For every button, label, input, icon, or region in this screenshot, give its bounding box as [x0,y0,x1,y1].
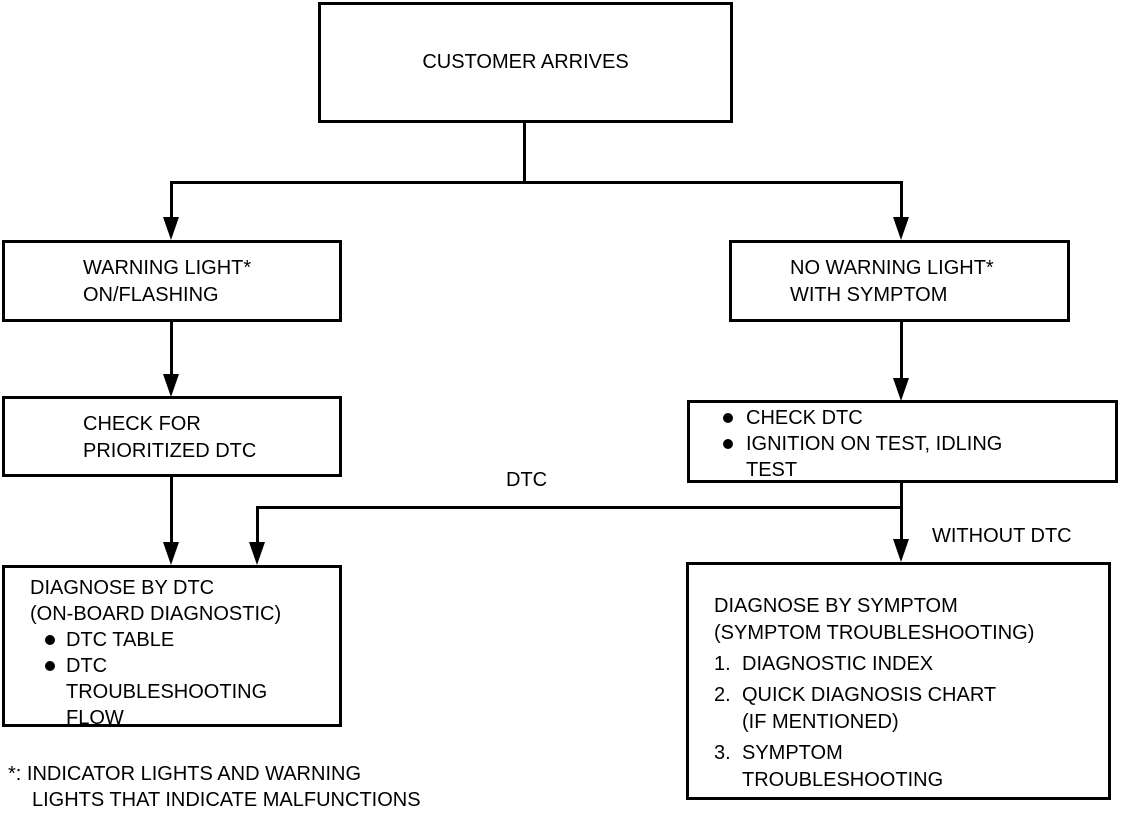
bullet-item-label: DTC [66,655,108,677]
numbered-item-continuation: TROUBLESHOOTING [714,767,1108,794]
arrow-down-icon [163,542,179,565]
bullet-item: DTC TABLE [30,627,339,653]
numbered-item-label: TROUBLESHOOTING [742,769,944,791]
bullet-item: IGNITION ON TEST, IDLING [690,431,1115,457]
numbered-item-label: (IF MENTIONED) [742,711,899,733]
numbered-item-label: DIAGNOSTIC INDEX [742,653,934,675]
edge-label-dtc: DTC [506,469,548,491]
node-check-for-prioritized-dtc: CHECK FOR PRIORITIZED DTC [2,396,342,477]
bullet-item-continuation: FLOW [66,707,124,729]
numbered-item-label: SYMPTOM [742,742,843,764]
arrow-down-icon [163,217,179,240]
item-number: 2. [714,684,731,706]
connector-branch-horizontal [170,181,903,184]
bullet-item-continuation: TEST [690,457,1115,483]
footnote-line: LIGHTS THAT INDICATE MALFUNCTIONS [32,789,421,811]
numbered-item-continuation: (IF MENTIONED) [714,709,1108,736]
arrow-down-icon [893,217,909,240]
item-number: 1. [714,653,731,675]
bullet-item-label: DTC TABLE [66,629,175,651]
item-number: 3. [714,742,731,764]
numbered-item: 1. DIAGNOSTIC INDEX [714,651,1108,678]
node-label-line: PRIORITIZED DTC [83,440,257,462]
node-no-warning-light-with-symptom: NO WARNING LIGHT* WITH SYMPTOM [729,240,1070,322]
connector-customer-to-branch [523,123,526,183]
connector-dtc-to-diagnose-dtc [256,506,259,544]
arrow-down-icon [893,539,909,562]
bullet-icon [723,413,733,423]
node-customer-arrives: CUSTOMER ARRIVES [318,2,733,123]
node-title-line: (SYMPTOM TROUBLESHOOTING) [714,620,1108,647]
node-label-line: WARNING LIGHT* [83,257,252,279]
connector-check-to-diagnose-dtc [170,477,173,544]
bullet-item: DTC [30,653,339,679]
node-label: CUSTOMER ARRIVES [422,51,629,73]
node-label-line: CHECK FOR [83,413,201,435]
bullet-item-continuation: TROUBLESHOOTING [66,681,268,703]
node-label-line: WITH SYMPTOM [790,284,948,306]
connector-dtc-horizontal [256,506,903,509]
bullet-item-label: TEST [746,459,798,481]
node-diagnose-by-symptom: DIAGNOSE BY SYMPTOM (SYMPTOM TROUBLESHOO… [686,562,1111,800]
node-title-text: (SYMPTOM TROUBLESHOOTING) [714,622,1035,644]
node-check-dtc-tests: CHECK DTC IGNITION ON TEST, IDLING TEST [687,400,1118,483]
bullet-item-label: CHECK DTC [746,407,863,429]
node-warning-light-on-flashing: WARNING LIGHT* ON/FLASHING [2,240,342,322]
bullet-icon [723,439,733,449]
numbered-item: 2. QUICK DIAGNOSIS CHART [714,682,1108,709]
arrow-down-icon [249,542,265,565]
footnote-line: *: INDICATOR LIGHTS AND WARNING [8,763,361,785]
bullet-icon [45,635,55,645]
numbered-item: 3. SYMPTOM [714,740,1108,767]
arrow-down-icon [163,374,179,397]
arrow-down-icon [893,378,909,401]
bullet-item-label: IGNITION ON TEST, IDLING [746,433,1003,455]
node-title-line: DIAGNOSE BY DTC [30,577,215,599]
bullet-item: CHECK DTC [690,405,1115,431]
numbered-item-label: QUICK DIAGNOSIS CHART [742,684,997,706]
bullet-icon [45,661,55,671]
connector-check-dtc-to-diagnose-symptom [900,481,903,540]
connector-branch-to-no-warning-light [900,181,903,219]
node-title-line: DIAGNOSE BY SYMPTOM [714,593,1108,620]
node-title-text: DIAGNOSE BY SYMPTOM [714,595,958,617]
node-diagnose-by-dtc: DIAGNOSE BY DTC (ON-BOARD DIAGNOSTIC) DT… [2,565,342,729]
node-label-line: ON/FLASHING [83,284,219,306]
edge-label-without-dtc: WITHOUT DTC [932,525,1072,547]
connector-warning-light-to-check [170,322,173,376]
node-label-line: NO WARNING LIGHT* [790,257,994,279]
connector-branch-to-warning-light [170,181,173,219]
connector-no-warning-light-to-check-dtc [900,322,903,380]
node-title-line: (ON-BOARD DIAGNOSTIC) [30,603,282,625]
